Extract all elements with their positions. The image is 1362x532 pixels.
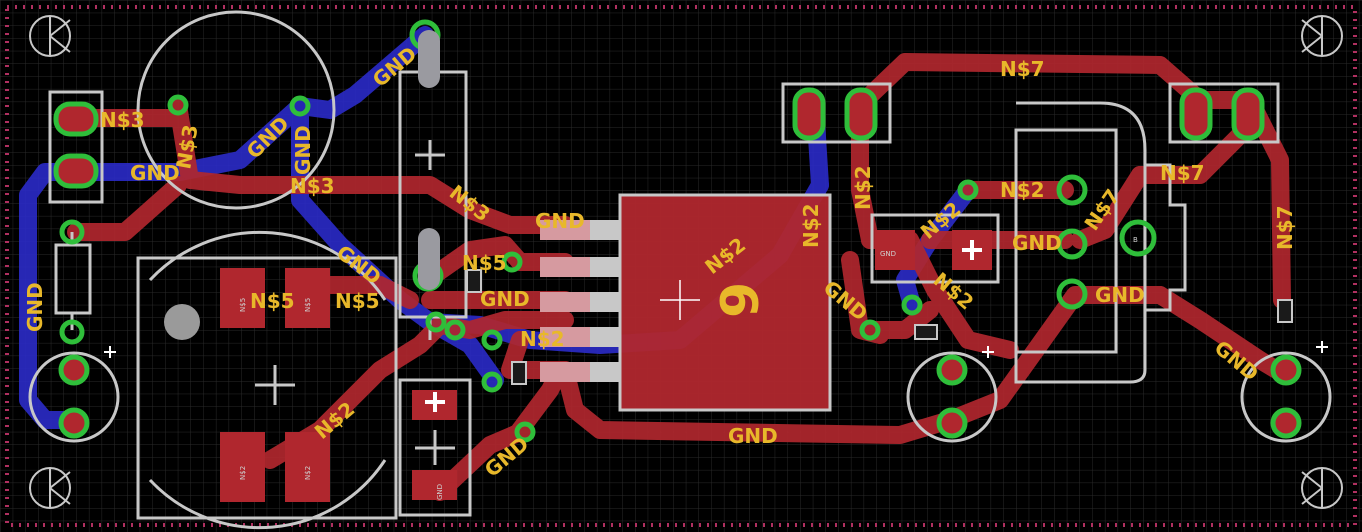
package-mark: N$5: [304, 298, 312, 312]
net-label: GND: [23, 282, 47, 332]
package-mark: GND: [880, 250, 896, 258]
header-pads: [53, 87, 1302, 439]
net-label: N$2: [799, 203, 823, 248]
mounting-holes: [29, 15, 1343, 509]
net-label: GND: [1095, 283, 1145, 307]
net-label: N$3: [100, 108, 145, 132]
package-mark: B: [1133, 236, 1138, 244]
chip-body: [620, 195, 830, 410]
net-label: N$5: [250, 289, 295, 313]
net-label: N$7: [1160, 161, 1205, 185]
net-label: N$3: [290, 174, 335, 198]
small-smd: [466, 269, 1293, 385]
led-plus: [104, 341, 1328, 358]
net-label: N$2: [851, 165, 875, 210]
net-label: GND: [480, 287, 530, 311]
net-label: N$7: [1273, 205, 1297, 250]
net-label: GND: [728, 424, 778, 448]
board-outline: [5, 5, 1357, 527]
net-label: GND: [535, 209, 585, 233]
package-mark: N$2: [239, 466, 247, 480]
net-label: GND: [1012, 231, 1062, 255]
smd-pad-marks: [425, 240, 982, 412]
package-marks: N$5 N$5 N$2 N$2 GND GND B: [239, 236, 1138, 500]
package-mark: GND: [436, 484, 444, 500]
chip-label: 6: [707, 282, 767, 318]
package-mark: N$2: [304, 466, 312, 480]
net-label: N$2: [520, 327, 565, 351]
net-label: GND: [291, 125, 315, 175]
net-label: N$2: [1000, 178, 1045, 202]
chip-crosshair: [660, 280, 700, 320]
net-label: N$5: [335, 289, 380, 313]
net-label: N$7: [1000, 57, 1045, 81]
diode-slots: [418, 30, 440, 290]
chip-pins: [540, 220, 620, 382]
package-mark: N$5: [239, 298, 247, 312]
buzzer-arc: [148, 230, 387, 530]
buzzer-hole: [164, 304, 200, 340]
net-label: N$5: [462, 251, 507, 275]
net-label: GND: [130, 161, 180, 185]
